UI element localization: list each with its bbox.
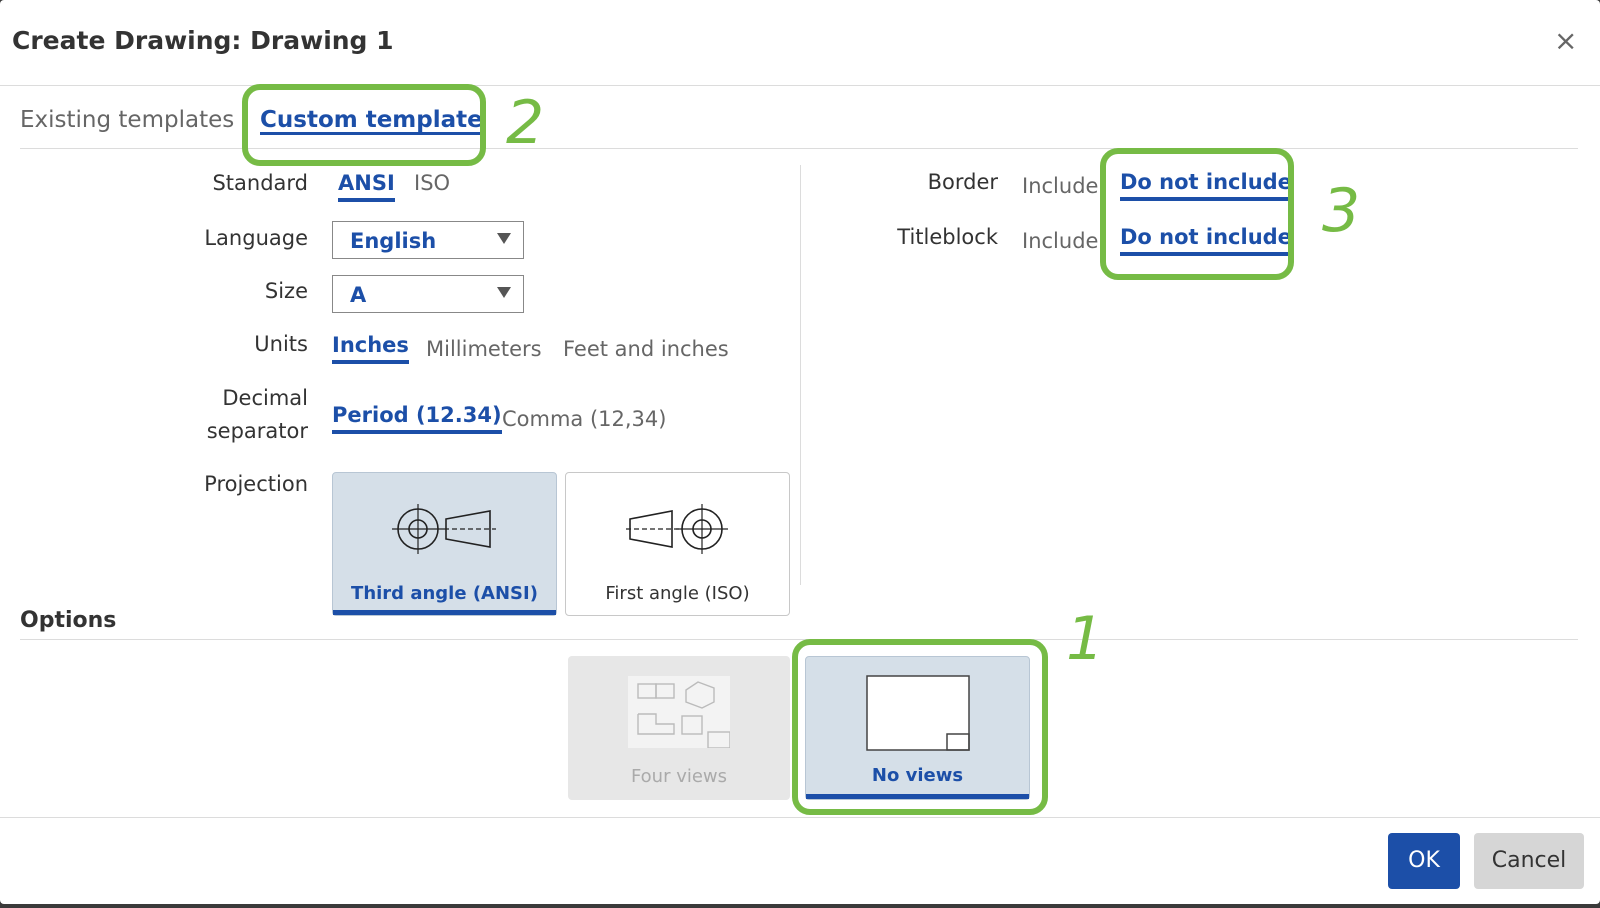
titleblock-option-include[interactable]: Include	[1022, 229, 1099, 253]
annotation-number-1: 1	[1066, 604, 1105, 674]
projection-third-angle-card[interactable]: Third angle (ANSI)	[332, 472, 557, 616]
selected-indicator	[333, 610, 556, 615]
close-icon[interactable]: ×	[1554, 24, 1578, 57]
border-option-do-not-include[interactable]: Do not include	[1120, 170, 1292, 201]
language-select[interactable]: English	[332, 221, 524, 259]
ok-button[interactable]: OK	[1388, 833, 1460, 889]
highlight-do-not-include	[1100, 148, 1294, 280]
projection-third-angle-label: Third angle (ANSI)	[351, 583, 538, 604]
standard-option-iso[interactable]: ISO	[414, 171, 451, 195]
projection-first-angle-label: First angle (ISO)	[605, 583, 750, 604]
decimal-label-line2: separator	[206, 419, 308, 443]
tab-existing-templates[interactable]: Existing templates	[20, 107, 235, 133]
no-views-icon	[866, 675, 970, 751]
dialog-title-name: Drawing 1	[250, 26, 394, 55]
language-value: English	[350, 229, 437, 253]
options-heading: Options	[20, 608, 117, 633]
decimal-option-comma[interactable]: Comma (12,34)	[502, 407, 667, 431]
four-views-icon	[628, 676, 730, 748]
border-option-include[interactable]: Include	[1022, 174, 1099, 198]
tab-custom-template[interactable]: Custom template	[260, 107, 483, 133]
options-divider	[20, 639, 1578, 640]
background-strip	[0, 904, 1600, 908]
third-angle-projection-icon	[392, 504, 496, 554]
four-views-card: Four views	[568, 656, 790, 800]
four-views-label: Four views	[630, 766, 728, 787]
no-views-card[interactable]: No views	[805, 656, 1030, 800]
titleblock-option-do-not-include[interactable]: Do not include	[1120, 225, 1292, 256]
units-label: Units	[254, 332, 308, 356]
units-option-feet-inches[interactable]: Feet and inches	[563, 337, 729, 361]
language-label: Language	[204, 226, 308, 250]
size-select[interactable]: A	[332, 275, 524, 313]
selected-indicator	[806, 794, 1029, 799]
titleblock-label: Titleblock	[897, 225, 998, 249]
projection-first-angle-card[interactable]: First angle (ISO)	[565, 472, 790, 616]
size-label: Size	[264, 279, 308, 303]
standard-option-ansi[interactable]: ANSI	[338, 171, 395, 202]
decimal-option-period[interactable]: Period (12.34)	[332, 403, 502, 434]
decimal-label-line1: Decimal	[222, 386, 308, 410]
annotation-number-2: 2	[506, 88, 545, 158]
standard-label: Standard	[212, 171, 308, 195]
chevron-down-icon	[497, 287, 511, 298]
border-label: Border	[927, 170, 998, 194]
units-option-millimeters[interactable]: Millimeters	[426, 337, 542, 361]
dialog-title: Create Drawing: Drawing 1	[12, 26, 394, 55]
first-angle-projection-icon	[626, 504, 728, 554]
cancel-button[interactable]: Cancel	[1474, 833, 1584, 889]
projection-label: Projection	[204, 472, 308, 496]
size-value: A	[350, 283, 367, 307]
tabs-divider	[20, 148, 1578, 149]
dialog-title-prefix: Create Drawing:	[12, 26, 242, 55]
no-views-label: No views	[871, 765, 964, 786]
title-divider	[0, 85, 1600, 86]
chevron-down-icon	[497, 233, 511, 244]
annotation-number-3: 3	[1322, 176, 1361, 246]
footer-divider	[0, 817, 1600, 818]
column-divider	[800, 165, 801, 585]
units-option-inches[interactable]: Inches	[332, 333, 409, 364]
